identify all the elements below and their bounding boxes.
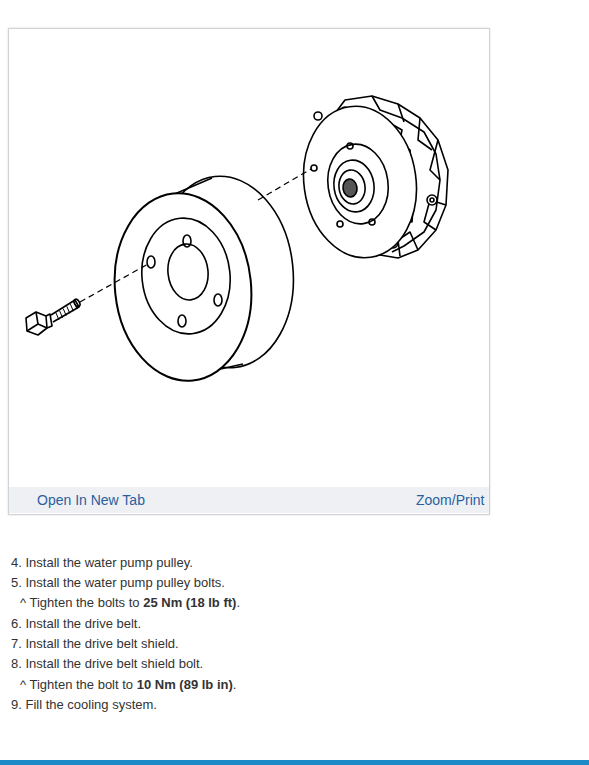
footer-bar xyxy=(0,760,589,765)
zoom-link: Zoom/Print xyxy=(416,492,484,508)
torque-note: ^ Tighten the bolt to 10 Nm (89 lb in). xyxy=(20,677,236,692)
open-link: Open In New Tab xyxy=(37,492,145,508)
procedure-step: 8. Install the drive belt shield bolt. xyxy=(11,656,203,671)
procedure-step: 5. Install the water pump pulley bolts. xyxy=(11,575,225,590)
figure-toolbar: Open In New Tab Zoom/Print xyxy=(9,487,489,513)
procedure-step: 9. Fill the cooling system. xyxy=(11,697,157,712)
torque-note: ^ Tighten the bolts to 25 Nm (18 lb ft). xyxy=(20,595,240,610)
procedure-step: 4. Install the water pump pulley. xyxy=(11,555,193,570)
procedure-step: 7. Install the drive belt shield. xyxy=(11,636,179,651)
procedure-step: 6. Install the drive belt. xyxy=(11,616,141,631)
